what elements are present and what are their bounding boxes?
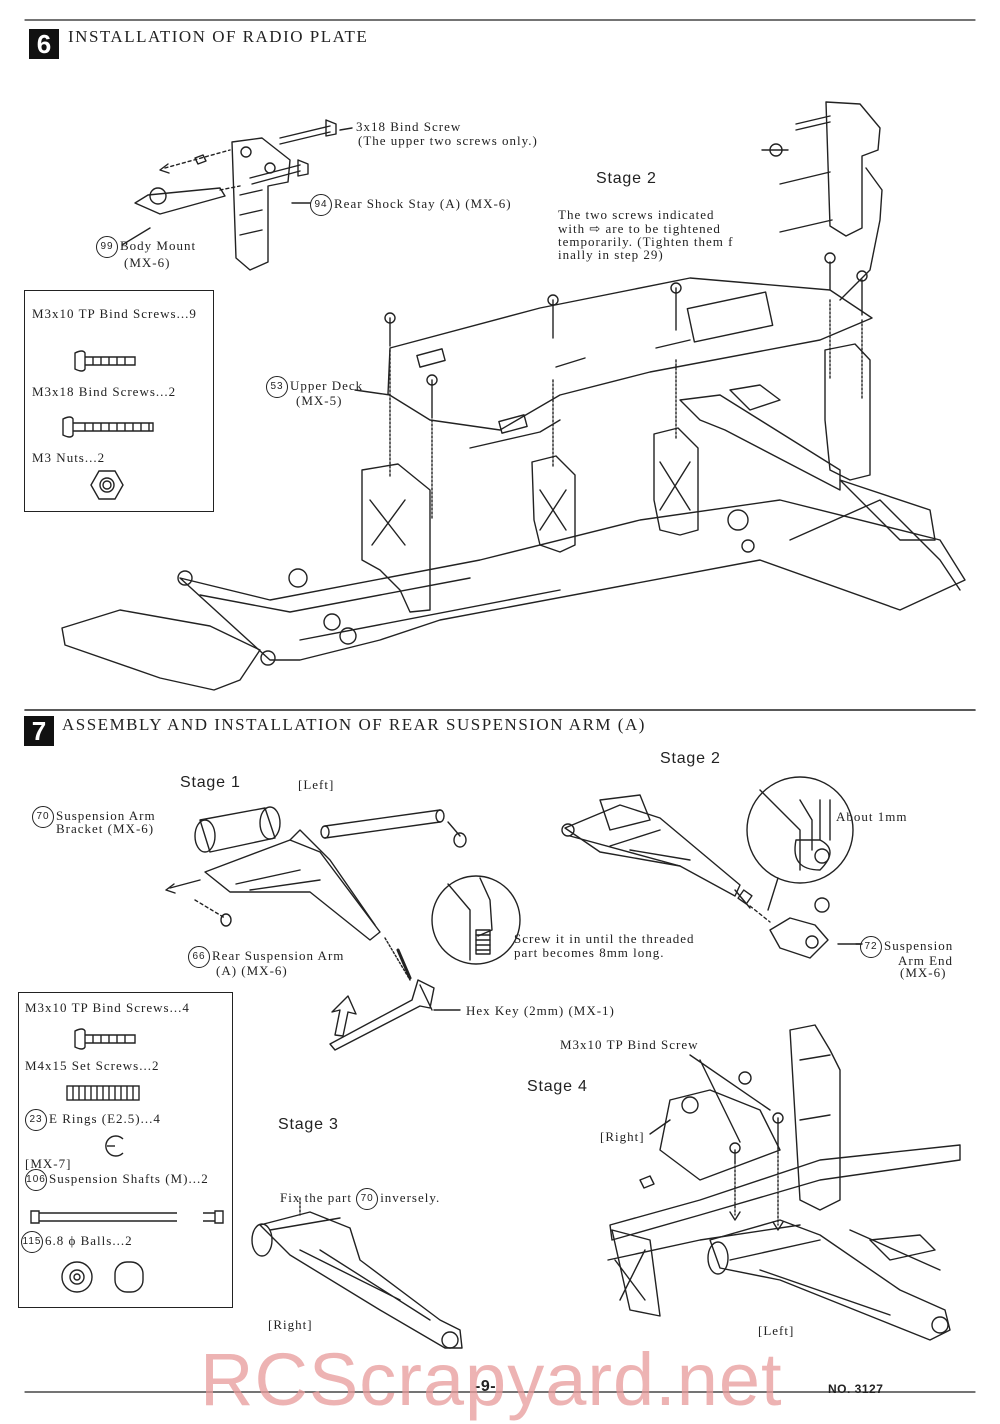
parts-item-mx7: [MX-7] <box>25 1156 72 1171</box>
section-6-title: INSTALLATION OF RADIO PLATE <box>68 27 369 46</box>
stage4-bind-screw-label: M3x10 TP Bind Screw <box>560 1037 699 1052</box>
section-7-number: 7 <box>24 716 54 746</box>
section6-parts-box: M3x10 TP Bind Screws...9 M3x18 Bind Scre… <box>24 290 214 512</box>
balls-text: 6.8 ϕ Balls...2 <box>45 1232 133 1248</box>
stage1-title: Stage 1 <box>180 774 241 791</box>
fix-part-text: Fix the part <box>280 1189 352 1205</box>
page-number: -9- <box>475 1378 497 1395</box>
arm-end-code: (MX-6) <box>900 965 947 980</box>
body-mount-text: Body Mount <box>120 237 197 253</box>
stage3-right-label: [Right] <box>268 1317 313 1332</box>
parts-item-m4x15: M4x15 Set Screws...2 <box>25 1058 160 1073</box>
arm-end-label-2: Arm End <box>898 953 954 968</box>
stage2-note-line-3: temporarily. (Tighten them f <box>558 234 734 249</box>
part-number-99: 99 <box>96 236 118 258</box>
watermark: RCScrapyard.net <box>200 1338 783 1421</box>
part-number-53: 53 <box>266 376 288 398</box>
upper-deck-code: (MX-5) <box>296 393 343 408</box>
part-number-70-fix: 70 <box>356 1188 379 1210</box>
stage1-drawing <box>165 806 521 1051</box>
bracket-code: Bracket (MX-6) <box>56 821 155 836</box>
m3x18-screw-icon <box>62 416 154 438</box>
m3x10-screw-icon <box>74 350 136 372</box>
bracket-text: Suspension Arm <box>56 807 156 823</box>
bind-screw-label-2: (The upper two screws only.) <box>358 133 538 148</box>
nut-icon <box>90 470 124 500</box>
bind-screw-label-1: 3x18 Bind Screw <box>356 119 462 134</box>
stage2-note-line-2: with ⇨ are to be tightened <box>558 221 721 236</box>
about-1mm-label: About 1mm <box>836 809 908 824</box>
hex-key-label: Hex Key (2mm) (MX-1) <box>466 1003 615 1018</box>
section7-parts-box: M3x10 TP Bind Screws...4 M4x15 Set Screw… <box>18 992 233 1308</box>
body-mount-code: (MX-6) <box>124 255 171 270</box>
screw-note-1: Screw it in until the threaded <box>514 931 695 946</box>
part-number-115: 115 <box>21 1231 43 1253</box>
stage3-drawing <box>251 1197 463 1349</box>
ball-icon <box>61 1261 144 1293</box>
stage2-drawing <box>561 776 861 959</box>
upper-deck-text: Upper Deck <box>290 377 364 393</box>
rear-shock-stay-drawing <box>121 119 353 271</box>
rear-shock-stay-text: Rear Shock Stay (A) (MX-6) <box>334 195 512 211</box>
rear-arm-code: (A) (MX-6) <box>216 963 288 978</box>
stage2-note-line-1: The two screws indicated <box>558 207 715 222</box>
stage4-left-label: [Left] <box>758 1323 795 1338</box>
m3x10-tp-screw-icon <box>74 1028 136 1050</box>
e-ring-icon <box>105 1135 124 1157</box>
parts-item-m3-nuts: M3 Nuts...2 <box>32 450 106 465</box>
part-number-70: 70 <box>32 806 54 828</box>
parts-item-m3x10-tp: M3x10 TP Bind Screws...4 <box>25 1000 190 1015</box>
suspension-shaft-icon <box>30 1210 224 1224</box>
shafts-text: Suspension Shafts (M)...2 <box>49 1170 209 1186</box>
part-number-106: 106 <box>25 1169 47 1191</box>
parts-item-m3x18: M3x18 Bind Screws...2 <box>32 384 177 399</box>
stage4-right-label: [Right] <box>600 1129 645 1144</box>
stage4-drawing <box>607 1024 961 1341</box>
e-rings-text: E Rings (E2.5)...4 <box>49 1110 161 1126</box>
section6-stage2-title: Stage 2 <box>596 170 657 187</box>
stage3-title: Stage 3 <box>278 1116 339 1133</box>
fix-inversely-text: inversely. <box>380 1189 441 1205</box>
rear-arm-text: Rear Suspension Arm <box>212 947 345 963</box>
arm-end-text: Suspension <box>884 937 954 953</box>
section-6-number: 6 <box>29 29 59 59</box>
part-number-72: 72 <box>860 936 882 958</box>
stage2-title: Stage 2 <box>660 750 721 767</box>
document-number: NO. 3127 <box>828 1382 884 1396</box>
part-number-66: 66 <box>188 946 210 968</box>
stage1-left-label: [Left] <box>298 777 335 792</box>
chassis-drawing <box>61 101 966 691</box>
stage2-note-line-4: inally in step 29) <box>558 247 664 262</box>
parts-item-m3x10: M3x10 TP Bind Screws...9 <box>32 306 197 321</box>
set-screw-icon <box>66 1085 140 1101</box>
stage4-title: Stage 4 <box>527 1078 588 1095</box>
part-number-23: 23 <box>25 1109 47 1131</box>
screw-note-2: part becomes 8mm long. <box>514 945 665 960</box>
part-number-94: 94 <box>310 194 332 216</box>
section-7-title: ASSEMBLY AND INSTALLATION OF REAR SUSPEN… <box>62 715 646 734</box>
